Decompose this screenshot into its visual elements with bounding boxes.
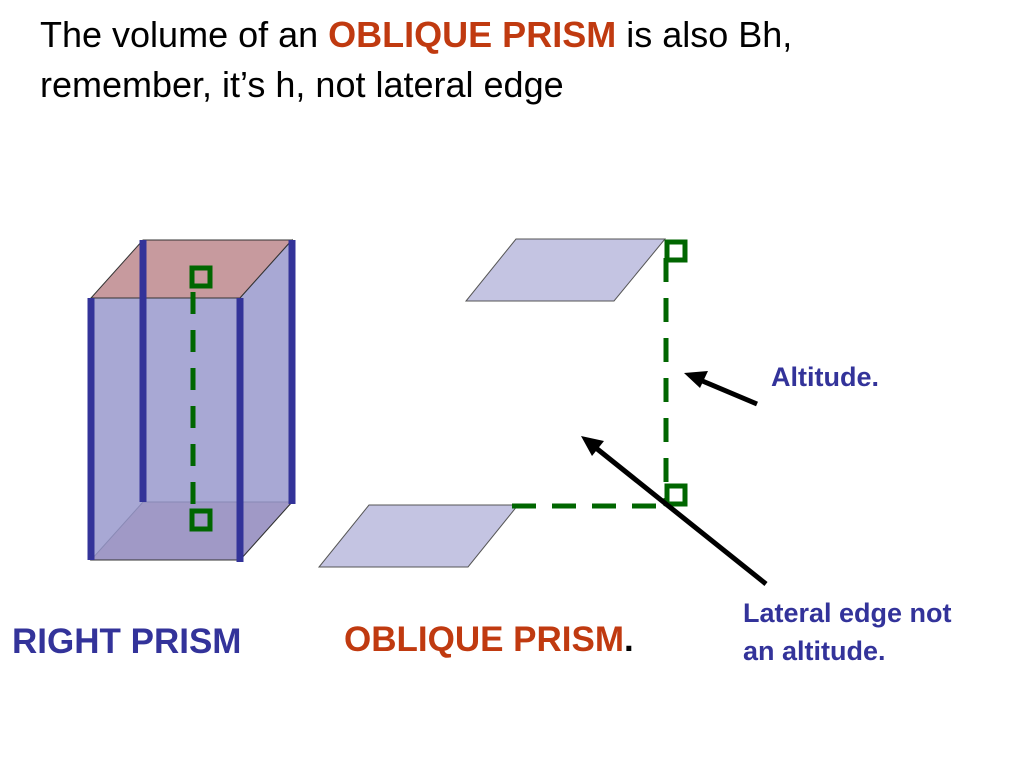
lateral-arrow-head xyxy=(581,436,604,456)
arrows xyxy=(581,371,768,586)
oblique-prism xyxy=(317,238,688,568)
oblique-angle-marker-top xyxy=(664,239,688,263)
right-angle-marker-bottom xyxy=(189,508,213,532)
oblique-prism-label-text: OBLIQUE PRISM xyxy=(344,620,625,659)
title-text-end: is also Bh, xyxy=(616,14,793,55)
lateral-edge-label: Lateral edge not an altitude. xyxy=(743,594,952,670)
lateral-edge-label-line-1: Lateral edge not xyxy=(743,598,952,628)
oblique-angle-marker-bottom xyxy=(664,483,688,507)
oblique-prism-label-period: . xyxy=(624,620,634,659)
title-accent: OBLIQUE PRISM xyxy=(328,14,617,55)
title-line-two: remember, it’s h, not lateral edge xyxy=(40,64,564,105)
slide-title: The volume of an OBLIQUE PRISM is also B… xyxy=(40,10,1000,110)
oblique-prism-top-base xyxy=(464,238,667,302)
altitude-arrow-shaft xyxy=(699,377,758,407)
right-prism-front-face xyxy=(90,297,241,561)
oblique-prism-label: OBLIQUE PRISM. xyxy=(344,618,634,662)
right-prism-label: RIGHT PRISM xyxy=(12,622,242,661)
altitude-arrow-head xyxy=(684,371,708,388)
oblique-prism-bottom-base xyxy=(317,504,520,568)
title-text-start: The volume of an xyxy=(40,14,329,55)
right-angle-marker-top xyxy=(189,265,213,289)
lateral-edge-label-line-2: an altitude. xyxy=(743,636,886,666)
lateral-arrow-shaft xyxy=(594,446,768,586)
altitude-label: Altitude. xyxy=(771,362,879,392)
right-prism xyxy=(87,238,296,562)
